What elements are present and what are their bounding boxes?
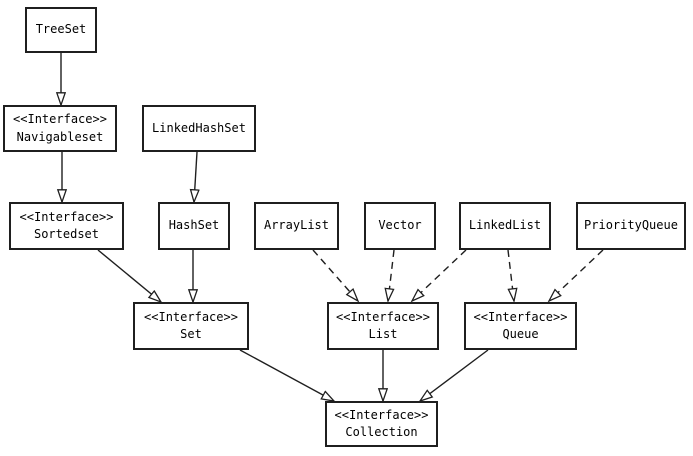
class-name-label: Sortedset: [33, 227, 100, 241]
class-name-label: Vector: [378, 218, 422, 233]
stereotype-label: <<Interface>>: [19, 209, 114, 224]
class-name-label: Queue: [502, 327, 539, 341]
node-list: <<Interface>> List: [327, 302, 439, 350]
edge-sortedset-set: [97, 249, 161, 302]
node-sortedset: <<Interface>> Sortedset: [9, 202, 124, 250]
node-navigableset: <<Interface>> Navigableset: [3, 105, 117, 152]
edge-priorityqueue-queue: [549, 249, 604, 301]
class-name-label: ArrayList: [263, 218, 330, 233]
stereotype-label: <<Interface>>: [336, 309, 430, 324]
stereotype-label: <<Interface>>: [13, 112, 107, 127]
stereotype-label: <<Interface>>: [473, 309, 568, 324]
edge-set-collection: [239, 349, 334, 401]
edge-vector-list: [388, 249, 395, 301]
stereotype-label: <<Interface>>: [144, 309, 238, 324]
class-name-label: Collection: [345, 425, 418, 439]
class-name-label: HashSet: [168, 218, 220, 233]
class-name-label: TreeSet: [35, 22, 87, 37]
node-arraylist: ArrayList: [254, 202, 339, 250]
stereotype-label: <<Interface>>: [334, 407, 429, 422]
node-vector: Vector: [364, 202, 436, 250]
class-name-label: LinkedList: [468, 218, 542, 233]
edge-linkedlist-list: [412, 249, 467, 301]
node-treeset: TreeSet: [25, 7, 97, 53]
class-name-label: Navigableset: [16, 129, 104, 144]
class-name-label: LinkedHashSet: [152, 120, 246, 135]
edge-arraylist-list: [312, 249, 358, 301]
node-set: <<Interface>> Set: [133, 302, 249, 350]
edge-queue-collection: [420, 349, 489, 401]
node-queue: <<Interface>> Queue: [464, 302, 577, 350]
node-hashset: HashSet: [158, 202, 230, 250]
edge-linkedhashset-hashset: [194, 151, 197, 202]
class-name-label: Set: [180, 327, 202, 341]
node-linkedhashset: LinkedHashSet: [142, 105, 256, 152]
edge-linkedlist-queue: [507, 249, 514, 301]
class-name-label: List: [368, 327, 398, 341]
node-collection: <<Interface>> Collection: [325, 401, 438, 447]
node-priorityqueue: PriorityQueue: [576, 202, 686, 250]
node-linkedlist: LinkedList: [459, 202, 551, 250]
class-name-label: PriorityQueue: [584, 218, 678, 233]
